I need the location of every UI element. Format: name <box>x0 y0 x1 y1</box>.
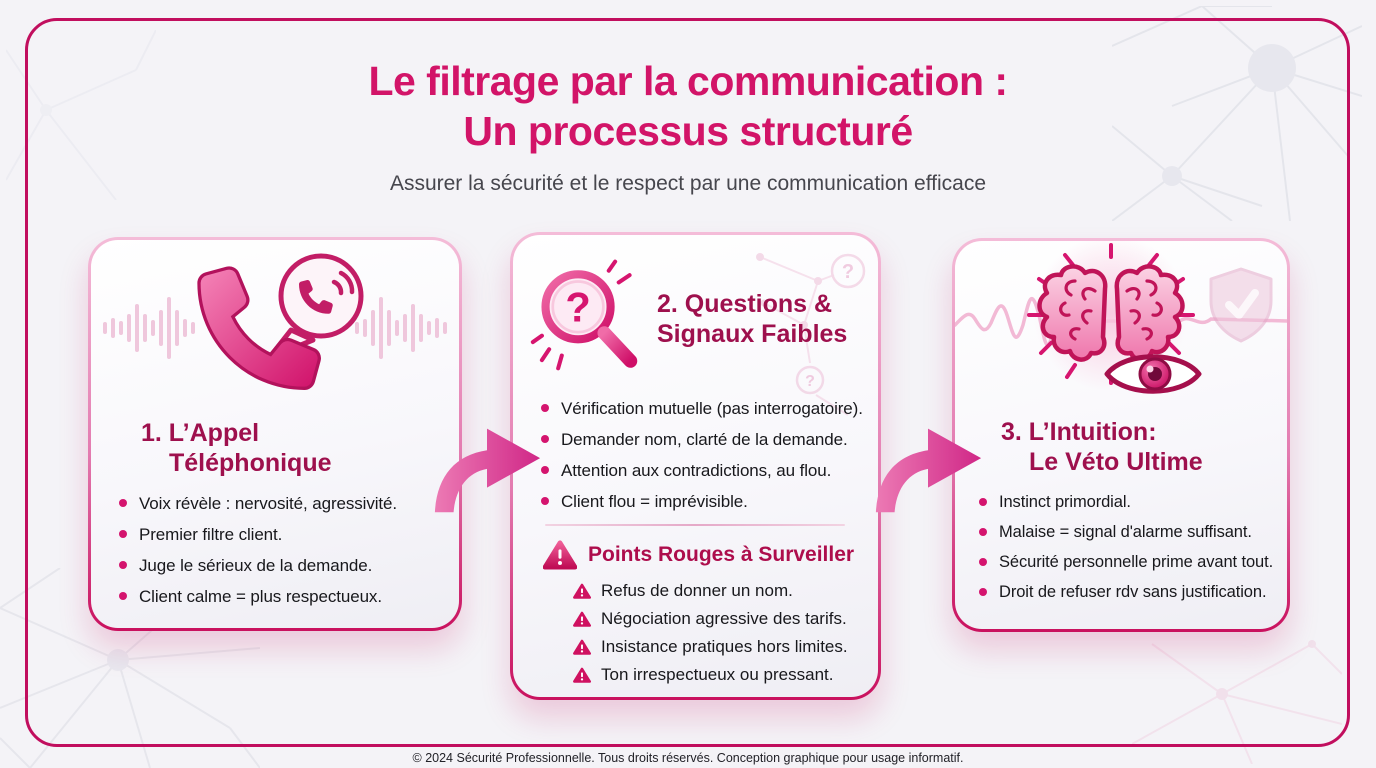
warning-triangle-icon <box>573 639 591 655</box>
list-item: Malaise = signal d'alarme suffisant. <box>977 523 1287 542</box>
section-divider <box>545 524 845 526</box>
page-title-line2: Un processus structuré <box>463 108 913 154</box>
soundwave-icon <box>103 297 447 359</box>
card2-title-line2: Signaux Faibles <box>657 320 848 348</box>
outer-frame-border <box>25 18 1350 747</box>
phone-speech-bubble-icon <box>197 253 364 390</box>
list-item: Droit de refuser rdv sans justification. <box>977 583 1287 602</box>
page-subtitle: Assurer la sécurité et le respect par un… <box>389 172 987 195</box>
card3-title-line1: 3. L’Intuition: <box>1001 418 1157 446</box>
warning-triangle-icon <box>573 667 591 683</box>
header: Le filtrage par la communication : Un pr… <box>0 56 1376 196</box>
page-title: Le filtrage par la communication : Un pr… <box>0 56 1376 156</box>
brain-icon-zone <box>955 241 1287 409</box>
card3-bullet-list: Instinct primordial. Malaise = signal d'… <box>977 493 1287 602</box>
phone-icon-zone <box>91 240 459 410</box>
card-questions-inner: ? ? ? 2. Questi <box>513 235 878 697</box>
card3-title-line2: Le Véto Ultime <box>1029 448 1203 476</box>
magnifier-question-icon: ? <box>530 259 638 371</box>
card-intuition: 3. L’Intuition: Le Véto Ultime Instinct … <box>952 238 1290 632</box>
warning-item-text: Ton irrespectueux ou pressant. <box>601 665 834 684</box>
card1-bullet-list: Voix révèle : nervosité, agressivité. Pr… <box>117 494 459 607</box>
warning-item: Ton irrespectueux ou pressant. <box>573 665 878 685</box>
svg-text:?: ? <box>805 373 815 390</box>
list-item: Sécurité personnelle prime avant tout. <box>977 553 1287 572</box>
footer-copyright: © 2024 Sécurité Professionnelle. Tous dr… <box>412 751 964 765</box>
list-item: Premier filtre client. <box>117 525 459 545</box>
list-item: Client flou = imprévisible. <box>539 492 878 512</box>
list-item: Demander nom, clarté de la demande. <box>539 430 878 450</box>
page-title-line1: Le filtrage par la communication : <box>368 58 1008 104</box>
eye-icon <box>1104 354 1202 394</box>
warning-item-text: Insistance pratiques hors limites. <box>601 637 848 656</box>
svg-text:?: ? <box>842 261 854 283</box>
list-item: Attention aux contradictions, au flou. <box>539 461 878 481</box>
shield-check-icon <box>1209 267 1273 343</box>
warning-header: Points Rouges à Surveiller <box>543 539 878 570</box>
card2-header: ? 2. Questions & Signaux Faibles <box>513 235 878 383</box>
card-intuition-inner: 3. L’Intuition: Le Véto Ultime Instinct … <box>955 241 1287 629</box>
card1-title: 1. L’Appel Téléphonique <box>141 418 459 478</box>
flow-arrow-icon <box>875 428 982 513</box>
card2-title-line1: 2. Questions & <box>657 290 833 318</box>
flow-arrow-icon <box>434 428 541 513</box>
brain-eye-shield-icon <box>955 241 1287 394</box>
list-item: Vérification mutuelle (pas interrogatoir… <box>539 399 878 419</box>
warning-triangle-icon <box>543 540 577 570</box>
warning-list: Refus de donner un nom. Négociation agre… <box>573 581 878 685</box>
warning-item-text: Refus de donner un nom. <box>601 581 793 600</box>
list-item: Juge le sérieux de la demande. <box>117 556 459 576</box>
card1-title-line2: Téléphonique <box>169 449 332 477</box>
card2-bullet-list: Vérification mutuelle (pas interrogatoir… <box>539 399 878 512</box>
card-phone-call-inner: 1. L’Appel Téléphonique Voix révèle : ne… <box>91 240 459 628</box>
list-item: Instinct primordial. <box>977 493 1287 512</box>
card3-title: 3. L’Intuition: Le Véto Ultime <box>1001 417 1287 477</box>
question-network-pattern: ? ? <box>756 253 866 416</box>
warning-triangle-icon <box>573 583 591 599</box>
warning-item-text: Négociation agressive des tarifs. <box>601 609 847 628</box>
card2-title: 2. Questions & Signaux Faibles <box>657 289 847 349</box>
svg-text:?: ? <box>565 283 590 330</box>
warning-item: Négociation agressive des tarifs. <box>573 609 878 629</box>
card1-title-line1: 1. L’Appel <box>141 419 260 447</box>
warning-title: Points Rouges à Surveiller <box>588 542 855 566</box>
warning-item: Refus de donner un nom. <box>573 581 878 601</box>
card-questions: ? ? ? 2. Questi <box>510 232 881 700</box>
list-item: Client calme = plus respectueux. <box>117 587 459 607</box>
warning-item: Insistance pratiques hors limites. <box>573 637 878 657</box>
list-item: Voix révèle : nervosité, agressivité. <box>117 494 459 514</box>
card-phone-call: 1. L’Appel Téléphonique Voix révèle : ne… <box>88 237 462 631</box>
warning-triangle-icon <box>573 611 591 627</box>
